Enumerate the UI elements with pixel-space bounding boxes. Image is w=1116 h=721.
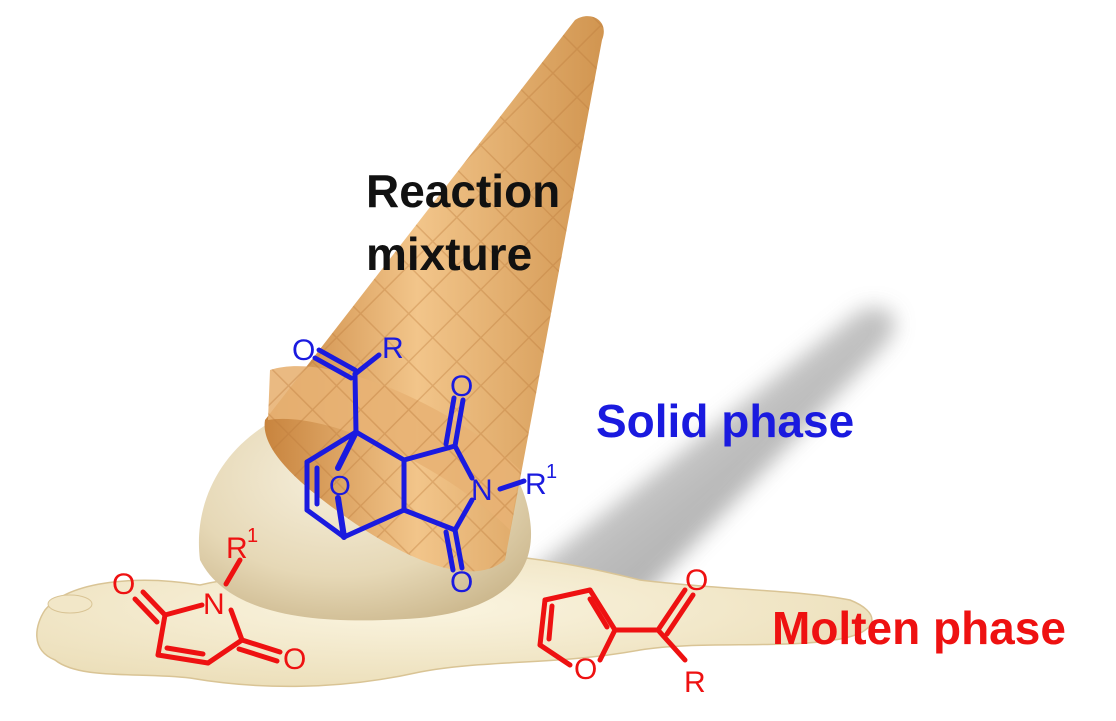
waffle-cone bbox=[264, 16, 604, 572]
reaction-label-line2: mixture bbox=[366, 228, 532, 280]
adduct-carbonyl-o: O bbox=[292, 334, 315, 367]
maleimide-n: N bbox=[203, 588, 225, 621]
adduct-r1-superscript: 1 bbox=[546, 461, 557, 483]
maleimide-structure bbox=[132, 557, 283, 666]
adduct-bridge-o: O bbox=[329, 470, 351, 501]
furan-r: R bbox=[684, 666, 706, 699]
adduct-r: R bbox=[382, 332, 404, 365]
acylfuran-structure bbox=[537, 587, 696, 668]
solid-phase-label: Solid phase bbox=[596, 395, 854, 447]
maleimide-o-left: O bbox=[112, 568, 135, 601]
adduct-imide-o-bottom: O bbox=[450, 566, 473, 599]
maleimide-r1-superscript: 1 bbox=[247, 525, 258, 547]
diels-alder-adduct bbox=[304, 347, 527, 573]
reaction-label-line1: Reaction bbox=[366, 165, 560, 217]
maleimide-o-right: O bbox=[283, 643, 306, 676]
molten-phase-label: Molten phase bbox=[772, 602, 1066, 654]
adduct-r1: R bbox=[525, 468, 547, 501]
adduct-n: N bbox=[471, 474, 493, 507]
maleimide-r1: R bbox=[226, 532, 248, 565]
cone-shadow bbox=[520, 307, 895, 600]
adduct-imide-o-top: O bbox=[450, 370, 473, 403]
furan-carbonyl-o: O bbox=[685, 564, 708, 597]
puddle-droplet bbox=[47, 594, 93, 614]
furan-ring-o: O bbox=[574, 653, 597, 686]
